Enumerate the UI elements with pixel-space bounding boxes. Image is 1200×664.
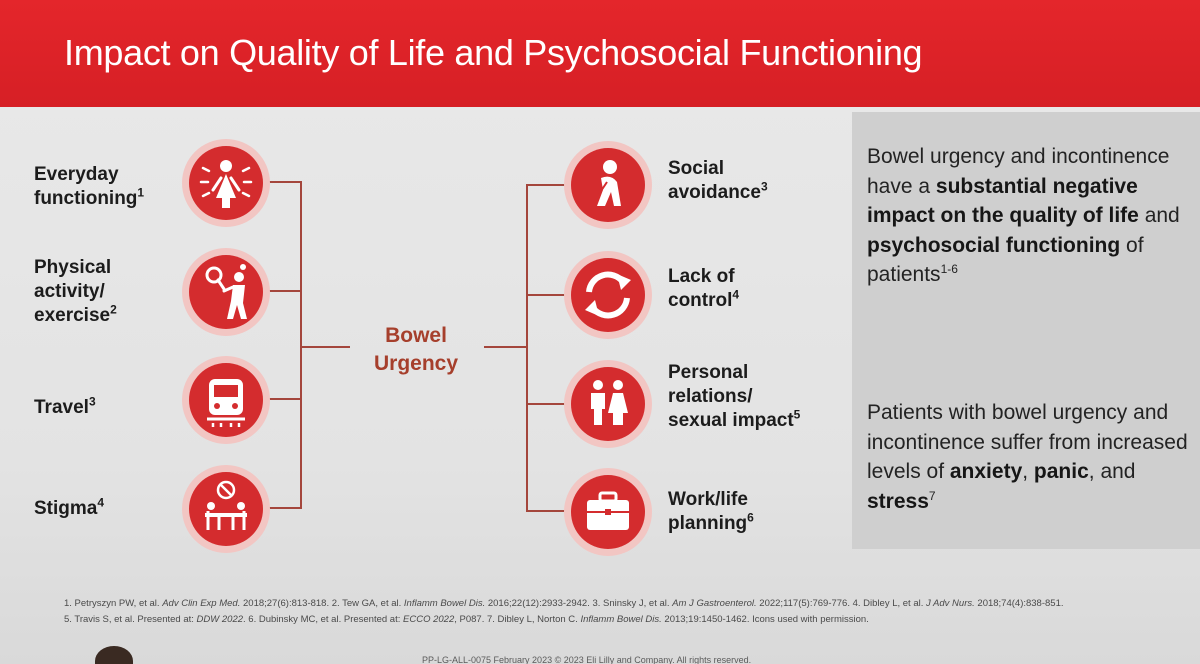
label-work-life-planning: Work/life planning6 [668,489,754,534]
circular-arrows-icon [563,250,653,340]
connector-right-branch-2 [526,294,566,296]
speaker-head [95,646,133,664]
references-line-2: 5. Travis S, et al. Presented at: DDW 20… [64,614,869,625]
connector-left-branch-2 [268,290,302,292]
center-label-bowel-urgency: Bowel Urgency [373,324,459,375]
label-travel: Travel3 [34,394,96,418]
summary-text-impact: Bowel urgency and incontinence have a su… [867,145,1180,286]
label-everyday-functioning: Everyday functioning1 [34,164,145,209]
connector-left-branch-1 [268,181,302,183]
train-icon [181,355,271,445]
label-personal-relations: Personal relations/ sexual impact5 [668,362,801,431]
label-social-avoidance: Social avoidance3 [668,158,768,203]
copyright-footer: PP-LG-ALL-0075 February 2023 © 2023 Eli … [422,655,752,664]
connector-left-branch-4 [268,507,302,509]
label-lack-of-control: Lack of control4 [668,266,740,311]
sitting-person-icon [563,140,653,230]
slide-title: Impact on Quality of Life and Psychosoci… [64,32,923,73]
connector-right-stem [484,346,528,348]
references-line-1: 1. Petryszyn PW, et al. Adv Clin Exp Med… [64,598,1064,609]
title-bar: Impact on Quality of Life and Psychosoci… [0,0,1200,107]
label-stigma: Stigma4 [34,495,105,519]
connector-right-spine [526,184,528,512]
summary-text-anxiety: Patients with bowel urgency and incontin… [867,401,1188,513]
summary-panel [852,112,1200,549]
connector-right-branch-1 [526,184,566,186]
references: 1. Petryszyn PW, et al. Adv Clin Exp Med… [64,596,1174,628]
connector-left-stem [300,346,350,348]
connector-right-branch-3 [526,403,566,405]
person-radiating-icon [181,138,271,228]
connector-left-spine [300,181,302,509]
couple-icon [563,359,653,449]
connector-left-branch-3 [268,398,302,400]
tennis-player-icon [181,247,271,337]
restricted-dining-icon [181,464,271,554]
connector-right-branch-4 [526,510,566,512]
briefcase-icon [563,467,653,557]
label-physical-activity: Physical activity/ exercise2 [34,257,117,326]
